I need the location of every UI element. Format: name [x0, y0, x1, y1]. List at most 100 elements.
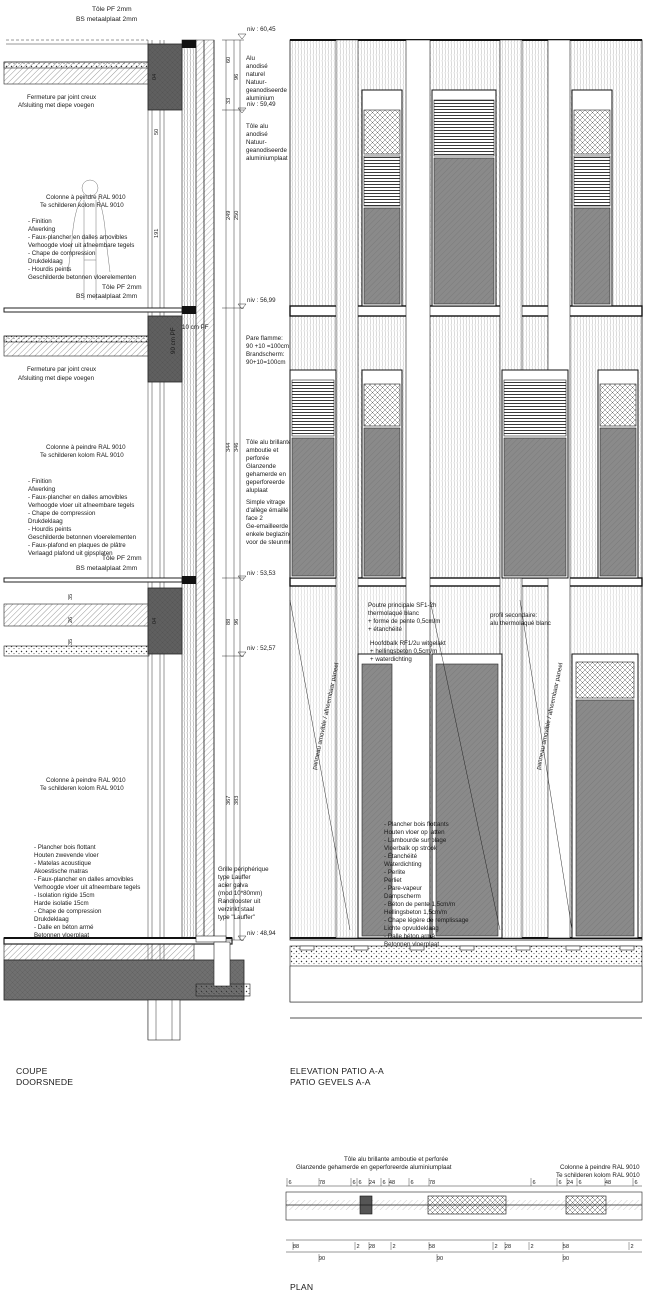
plan-note-left-2: Glanzende gehamerde en geperforeerde alu…	[296, 1164, 452, 1171]
fermeture-2-line1: Fermeture par joint creux	[27, 366, 97, 373]
svg-text:35: 35	[68, 639, 74, 645]
level-markers: niv : 60,45 niv : 59,49 niv : 56,99 niv …	[237, 26, 276, 942]
plan-bottom-dim-3: 2	[392, 1244, 395, 1250]
svg-text:- Plancher bois flottant: - Plancher bois flottant	[34, 844, 96, 851]
svg-text:Randrooster uit: Randrooster uit	[218, 898, 261, 905]
svg-text:Colonne à peindre RAL 9010: Colonne à peindre RAL 9010	[46, 194, 126, 201]
svg-text:Verhoogde vloer uit afneembare: Verhoogde vloer uit afneembare tegels	[34, 884, 140, 891]
colonne-2-line2: Te schilderen kolom RAL 9010	[40, 452, 124, 459]
svg-text:Fermeture par joint creux: Fermeture par joint creux	[27, 94, 97, 101]
svg-text:Hoofdbalk RF1/2u witgelakt: Hoofdbalk RF1/2u witgelakt	[370, 640, 446, 647]
elevation-floor-notes: - Plancher bois flottants Houten vloer o…	[384, 821, 469, 948]
svg-text:383: 383	[234, 796, 240, 805]
svg-text:Afsluiting met diepe voegen: Afsluiting met diepe voegen	[18, 375, 95, 382]
tole-pf-mid-line1: Tôle PF 2mm	[102, 284, 142, 291]
plan-bottom-dim-5: 2	[494, 1244, 497, 1250]
svg-text:geanodiseerde: geanodiseerde	[246, 147, 287, 154]
svg-text:Tôle PF 2mm: Tôle PF 2mm	[102, 555, 142, 562]
svg-text:aluminium: aluminium	[246, 95, 274, 102]
svg-text:Tôle alu brillante: Tôle alu brillante	[246, 439, 292, 446]
plan-top-dim-9: 6	[532, 1180, 535, 1186]
svg-text:Natuur-: Natuur-	[246, 139, 267, 146]
plan-note-right-1: Colonne à peindre RAL 9010	[560, 1164, 640, 1171]
svg-text:191: 191	[154, 229, 160, 238]
svg-text:26: 26	[68, 617, 74, 623]
pare-flamme-notes: Pare flamme: 90 +10 =100cm Brandscherm: …	[246, 335, 289, 366]
svg-text:aluplaat: aluplaat	[246, 487, 268, 494]
svg-text:- Faux-plancher en dalles amov: - Faux-plancher en dalles amovibles	[28, 234, 127, 241]
svg-text:- Perlite: - Perlite	[384, 869, 406, 876]
level-59-49: niv : 59,49	[247, 101, 276, 108]
svg-text:+ waterdichting: + waterdichting	[370, 656, 412, 663]
colonne-3-line2: Te schilderen kolom RAL 9010	[40, 785, 124, 792]
svg-text:367: 367	[226, 796, 232, 805]
svg-text:BS metaalplaat 2mm: BS metaalplaat 2mm	[76, 16, 138, 23]
svg-text:- Étanchéité: - Étanchéité	[384, 853, 418, 860]
plan-top-dim-5: 6	[382, 1180, 385, 1186]
svg-text:249: 249	[226, 211, 232, 220]
svg-text:346: 346	[234, 443, 240, 452]
level-52-57: niv : 52,57	[247, 645, 276, 652]
svg-text:gehamerde en: gehamerde en	[246, 471, 286, 478]
alu-anodise-notes: Alu anodisé naturel Natuur- geanodiseerd…	[246, 55, 287, 102]
svg-text:type "Lauffer": type "Lauffer"	[218, 914, 255, 921]
svg-text:Grille périphérique: Grille périphérique	[218, 866, 269, 873]
svg-text:Te schilderen kolom RAL 9010: Te schilderen kolom RAL 9010	[40, 202, 124, 209]
plan-top-dim-2: 6	[352, 1180, 355, 1186]
svg-text:face 2: face 2	[246, 515, 263, 522]
svg-text:anodisé: anodisé	[246, 63, 268, 70]
svg-text:Waterdichting: Waterdichting	[384, 861, 422, 868]
svg-text:Afwerking: Afwerking	[28, 486, 56, 493]
colonne-2-line1: Colonne à peindre RAL 9010	[46, 444, 126, 451]
elevation-title: ELEVATION PATIO A-A	[290, 1066, 384, 1076]
section-drawing	[3, 39, 251, 1041]
svg-text:naturel: naturel	[246, 71, 265, 78]
svg-text:- Isolation rigide 15cm: - Isolation rigide 15cm	[34, 892, 95, 899]
plan-note-right-2: Te schilderen kolom RAL 9010	[556, 1172, 640, 1179]
plan-top-dim-14: 6	[634, 1180, 637, 1186]
plan-bottom-dim-7: 2	[530, 1244, 533, 1250]
svg-text:Lichte opvuldeklaag: Lichte opvuldeklaag	[384, 925, 439, 932]
svg-text:acier galva: acier galva	[218, 882, 248, 889]
svg-text:- Dalle béton armé: - Dalle béton armé	[384, 933, 435, 940]
svg-text:(mod 10*80mm): (mod 10*80mm)	[218, 890, 262, 897]
svg-text:Verlaagd plafond uit gipsplate: Verlaagd plafond uit gipsplaten	[28, 550, 113, 557]
tole-pf-top-line2: BS metaalplaat 2mm	[76, 16, 138, 23]
svg-text:Ge-emailleerde: Ge-emailleerde	[246, 523, 289, 530]
svg-text:- Faux-plancher en dalles amov: - Faux-plancher en dalles amovibles	[34, 876, 133, 883]
svg-text:thermolaqué blanc: thermolaqué blanc	[368, 610, 419, 617]
svg-text:Tôle PF 2mm: Tôle PF 2mm	[102, 284, 142, 291]
finition-2-notes: - Finition Afwerking - Faux-plancher en …	[28, 478, 137, 557]
plan-top-dim-4: 24	[369, 1180, 375, 1186]
svg-text:Colonne à peindre RAL 9010: Colonne à peindre RAL 9010	[46, 777, 126, 784]
plan-top-dim-3: 6	[358, 1180, 361, 1186]
svg-text:- Hourdis peints: - Hourdis peints	[28, 266, 71, 273]
svg-text:- Chape légère de remplissage: - Chape légère de remplissage	[384, 917, 469, 924]
svg-text:Tôle alu: Tôle alu	[246, 123, 269, 130]
svg-text:geanodiseerde: geanodiseerde	[246, 87, 287, 94]
svg-text:Dampscherm: Dampscherm	[384, 893, 421, 900]
plan-total-dim-0: 90	[319, 1256, 325, 1262]
plan-top-dim-0: 6	[288, 1180, 291, 1186]
plan-bottom-dim-4: 58	[429, 1244, 435, 1250]
svg-text:- Lambourde sur plage: - Lambourde sur plage	[384, 837, 447, 844]
fermeture-2-line2: Afsluiting met diepe voegen	[18, 375, 95, 382]
grille-notes: Grille périphérique type Lauffer acier g…	[218, 866, 269, 921]
simple-vitrage-notes: Simple vitrage d'allège émaillé face 2 G…	[246, 499, 298, 546]
svg-text:Te schilderen kolom RAL 9010: Te schilderen kolom RAL 9010	[40, 452, 124, 459]
svg-text:Harde isolatie 15cm: Harde isolatie 15cm	[34, 900, 89, 907]
fermeture-1-line1: Fermeture par joint creux	[27, 94, 97, 101]
svg-text:+ forme de pente 0,5cm/m: + forme de pente 0,5cm/m	[368, 618, 440, 625]
svg-text:- Chape de compression: - Chape de compression	[28, 510, 96, 517]
ten-cm-pf: 10 cm PF	[182, 324, 209, 331]
svg-text:60: 60	[226, 57, 232, 63]
svg-text:Perliet: Perliet	[384, 877, 402, 884]
svg-text:35: 35	[68, 594, 74, 600]
plan-bottom-dim-6: 28	[505, 1244, 511, 1250]
section-dimensions: 60 96 33 249 250 50 191 344 346 35 26 35…	[68, 57, 240, 805]
svg-text:BS metaalplaat 2mm: BS metaalplaat 2mm	[76, 293, 138, 300]
svg-text:- Matelas acoustique: - Matelas acoustique	[34, 860, 92, 867]
svg-text:- Finition: - Finition	[28, 478, 52, 485]
svg-text:- Finition: - Finition	[28, 218, 52, 225]
window-group-ground	[289, 599, 639, 939]
